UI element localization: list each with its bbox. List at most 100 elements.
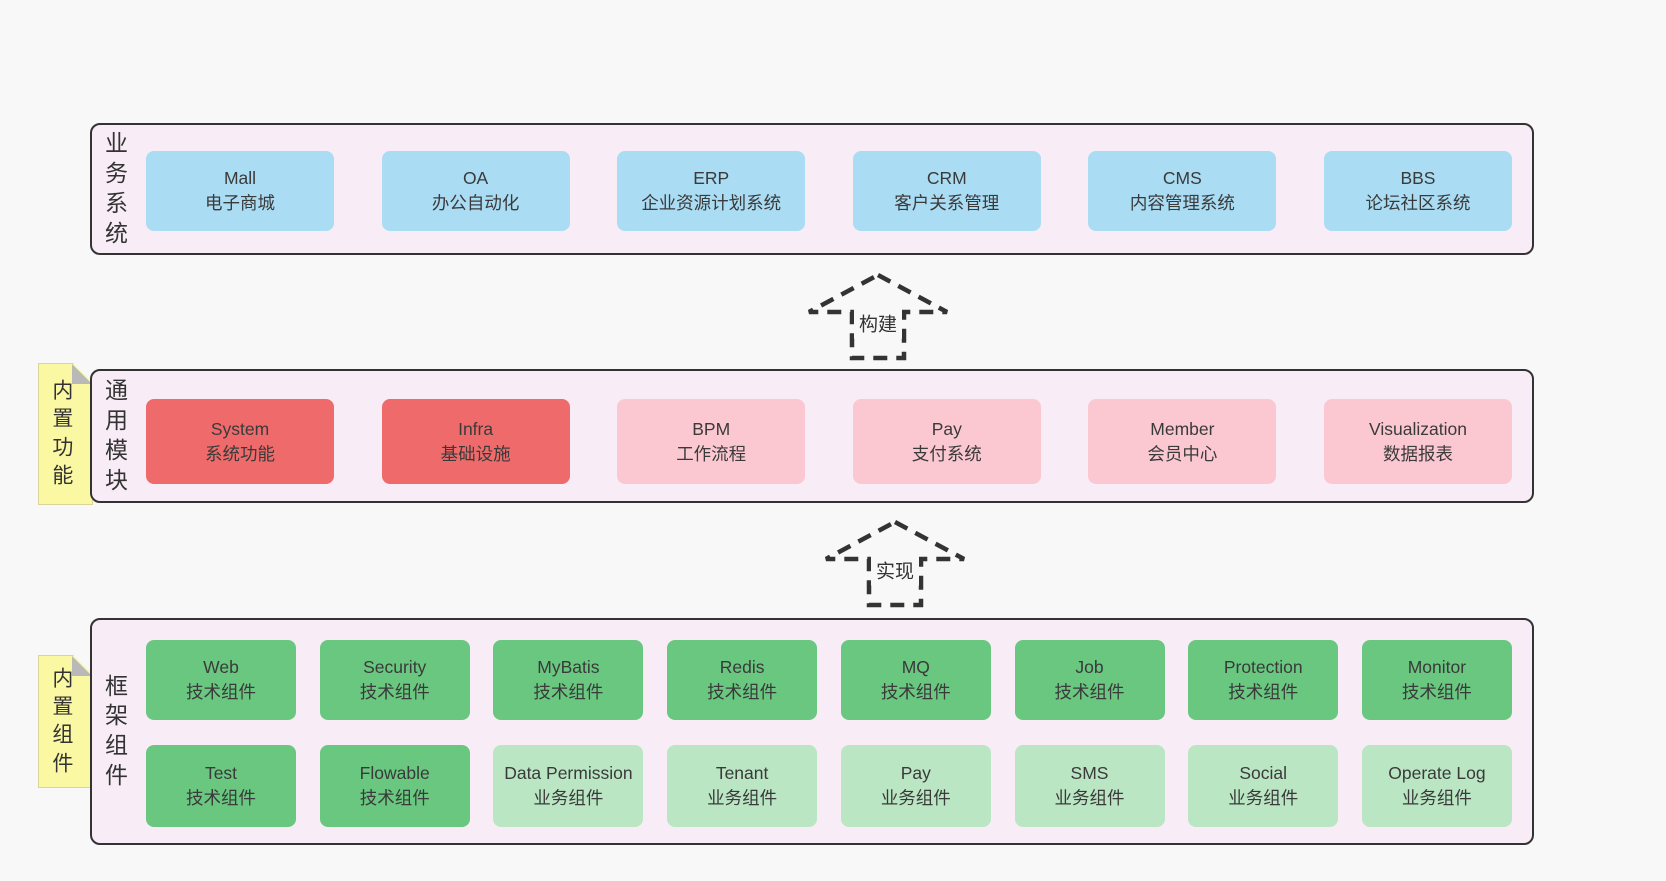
sticky-note-label: 内置功能 bbox=[52, 379, 74, 488]
box-title: CMS bbox=[1162, 168, 1202, 189]
box-subtitle: 工作流程 bbox=[676, 443, 747, 464]
box-subtitle: 技术组件 bbox=[707, 682, 778, 702]
box-visualization: Visualization 数据报表 bbox=[1323, 399, 1512, 484]
layer-common-modules: 通用模块 System 系统功能 Infra 基础设施 BPM 工作流程 Pay… bbox=[90, 369, 1534, 503]
box-crm: CRM 客户关系管理 bbox=[852, 151, 1041, 231]
box-subtitle: 客户关系管理 bbox=[894, 193, 1000, 213]
box-monitor: Monitor 技术组件 bbox=[1361, 640, 1512, 720]
box-pay-system: Pay 支付系统 bbox=[852, 399, 1041, 484]
note-fold-corner-icon bbox=[72, 656, 92, 676]
business-boxes-row: Mall 电子商城 OA 办公自动化 ERP 企业资源计划系统 CRM 客户关系… bbox=[92, 151, 1532, 231]
box-subtitle: 技术组件 bbox=[533, 682, 604, 702]
arrow-label-implement: 实现 bbox=[870, 554, 920, 586]
box-subtitle: 论坛社区系统 bbox=[1365, 193, 1471, 213]
layer-framework-components: 框架组件 Web 技术组件 Security 技术组件 MyBatis 技术组件… bbox=[90, 618, 1534, 845]
box-system: System 系统功能 bbox=[146, 399, 334, 484]
box-bpm: BPM 工作流程 bbox=[617, 399, 806, 484]
box-cms: CMS 内容管理系统 bbox=[1088, 151, 1277, 231]
box-flowable: Flowable 技术组件 bbox=[319, 745, 470, 827]
box-title: Monitor bbox=[1407, 657, 1467, 678]
box-title: Web bbox=[203, 657, 239, 678]
box-infra: Infra 基础设施 bbox=[381, 399, 570, 484]
box-title: Pay bbox=[900, 763, 931, 784]
box-title: Redis bbox=[719, 657, 765, 678]
dashed-up-arrow-build-icon bbox=[806, 271, 950, 366]
sticky-note-built-in-components: 内置组件 bbox=[38, 655, 93, 788]
box-title: Tenant bbox=[715, 763, 769, 784]
box-operate-log: Operate Log 业务组件 bbox=[1361, 745, 1512, 827]
box-protection: Protection 技术组件 bbox=[1188, 640, 1339, 720]
box-subtitle: 基础设施 bbox=[440, 443, 511, 464]
box-subtitle: 业务组件 bbox=[533, 788, 604, 808]
components-row-2: Test 技术组件 Flowable 技术组件 Data Permission … bbox=[92, 745, 1532, 827]
box-subtitle: 办公自动化 bbox=[431, 193, 520, 213]
box-social: Social 业务组件 bbox=[1188, 745, 1339, 827]
box-subtitle: 电子商城 bbox=[205, 193, 275, 213]
box-title: Data Permission bbox=[504, 763, 633, 784]
box-oa: OA 办公自动化 bbox=[381, 151, 570, 231]
box-subtitle: 技术组件 bbox=[359, 788, 430, 808]
box-title: SMS bbox=[1070, 763, 1109, 784]
box-subtitle: 业务组件 bbox=[1401, 788, 1472, 808]
box-title: MyBatis bbox=[537, 657, 600, 678]
box-subtitle: 企业资源计划系统 bbox=[641, 193, 782, 213]
box-mq: MQ 技术组件 bbox=[840, 640, 991, 720]
layer-label-framework-components: 框架组件 bbox=[105, 672, 128, 789]
box-title: CRM bbox=[926, 168, 967, 189]
box-pay-component: Pay 业务组件 bbox=[840, 745, 991, 827]
box-title: Job bbox=[1075, 657, 1104, 678]
box-title: Security bbox=[363, 657, 427, 678]
box-title: Flowable bbox=[359, 763, 430, 784]
box-subtitle: 技术组件 bbox=[359, 682, 430, 702]
box-subtitle: 业务组件 bbox=[707, 788, 778, 808]
modules-boxes-row: System 系统功能 Infra 基础设施 BPM 工作流程 Pay 支付系统… bbox=[92, 399, 1532, 484]
box-subtitle: 数据报表 bbox=[1382, 443, 1453, 464]
box-subtitle: 内容管理系统 bbox=[1129, 193, 1235, 213]
box-title: System bbox=[210, 418, 270, 439]
box-title: ERP bbox=[693, 168, 730, 189]
sticky-note-built-in-features: 内置功能 bbox=[38, 363, 93, 505]
layer-label-business-systems: 业务系统 bbox=[105, 130, 128, 246]
dashed-up-arrow-implement-icon bbox=[823, 518, 967, 613]
box-title: Pay bbox=[931, 418, 962, 439]
box-security: Security 技术组件 bbox=[319, 640, 470, 720]
box-subtitle: 技术组件 bbox=[1401, 682, 1472, 702]
box-erp: ERP 企业资源计划系统 bbox=[617, 151, 806, 231]
box-member: Member 会员中心 bbox=[1088, 399, 1277, 484]
box-redis: Redis 技术组件 bbox=[667, 640, 818, 720]
layer-business-systems: 业务系统 Mall 电子商城 OA 办公自动化 ERP 企业资源计划系统 CRM… bbox=[90, 123, 1534, 255]
box-title: Social bbox=[1239, 763, 1288, 784]
box-subtitle: 系统功能 bbox=[205, 443, 275, 464]
box-mall: Mall 电子商城 bbox=[146, 151, 334, 231]
box-subtitle: 技术组件 bbox=[186, 788, 256, 808]
sticky-note-label: 内置组件 bbox=[52, 666, 74, 775]
box-subtitle: 会员中心 bbox=[1147, 443, 1218, 464]
box-title: BPM bbox=[692, 418, 731, 439]
box-subtitle: 技术组件 bbox=[1228, 682, 1299, 702]
box-mybatis: MyBatis 技术组件 bbox=[493, 640, 644, 720]
components-row-1: Web 技术组件 Security 技术组件 MyBatis 技术组件 Redi… bbox=[92, 640, 1532, 720]
box-title: Member bbox=[1150, 418, 1215, 439]
box-test: Test 技术组件 bbox=[146, 745, 296, 827]
box-title: Test bbox=[204, 763, 238, 784]
box-tenant: Tenant 业务组件 bbox=[667, 745, 818, 827]
box-title: Operate Log bbox=[1388, 763, 1486, 784]
box-title: BBS bbox=[1400, 168, 1436, 189]
box-web: Web 技术组件 bbox=[146, 640, 296, 720]
box-subtitle: 支付系统 bbox=[911, 443, 982, 464]
layer-label-common-modules: 通用模块 bbox=[105, 377, 128, 493]
box-subtitle: 业务组件 bbox=[1054, 788, 1125, 808]
box-title: Protection bbox=[1223, 657, 1303, 678]
box-title: MQ bbox=[901, 657, 930, 678]
box-bbs: BBS 论坛社区系统 bbox=[1323, 151, 1512, 231]
box-subtitle: 业务组件 bbox=[880, 788, 951, 808]
box-title: Infra bbox=[458, 418, 494, 439]
box-subtitle: 技术组件 bbox=[186, 682, 256, 702]
note-fold-corner-icon bbox=[72, 364, 92, 384]
box-data-permission: Data Permission 业务组件 bbox=[493, 745, 644, 827]
arrow-label-build: 构建 bbox=[853, 307, 903, 339]
box-title: Mall bbox=[223, 168, 257, 189]
box-sms: SMS 业务组件 bbox=[1014, 745, 1165, 827]
box-subtitle: 技术组件 bbox=[1054, 682, 1125, 702]
box-subtitle: 技术组件 bbox=[880, 682, 951, 702]
